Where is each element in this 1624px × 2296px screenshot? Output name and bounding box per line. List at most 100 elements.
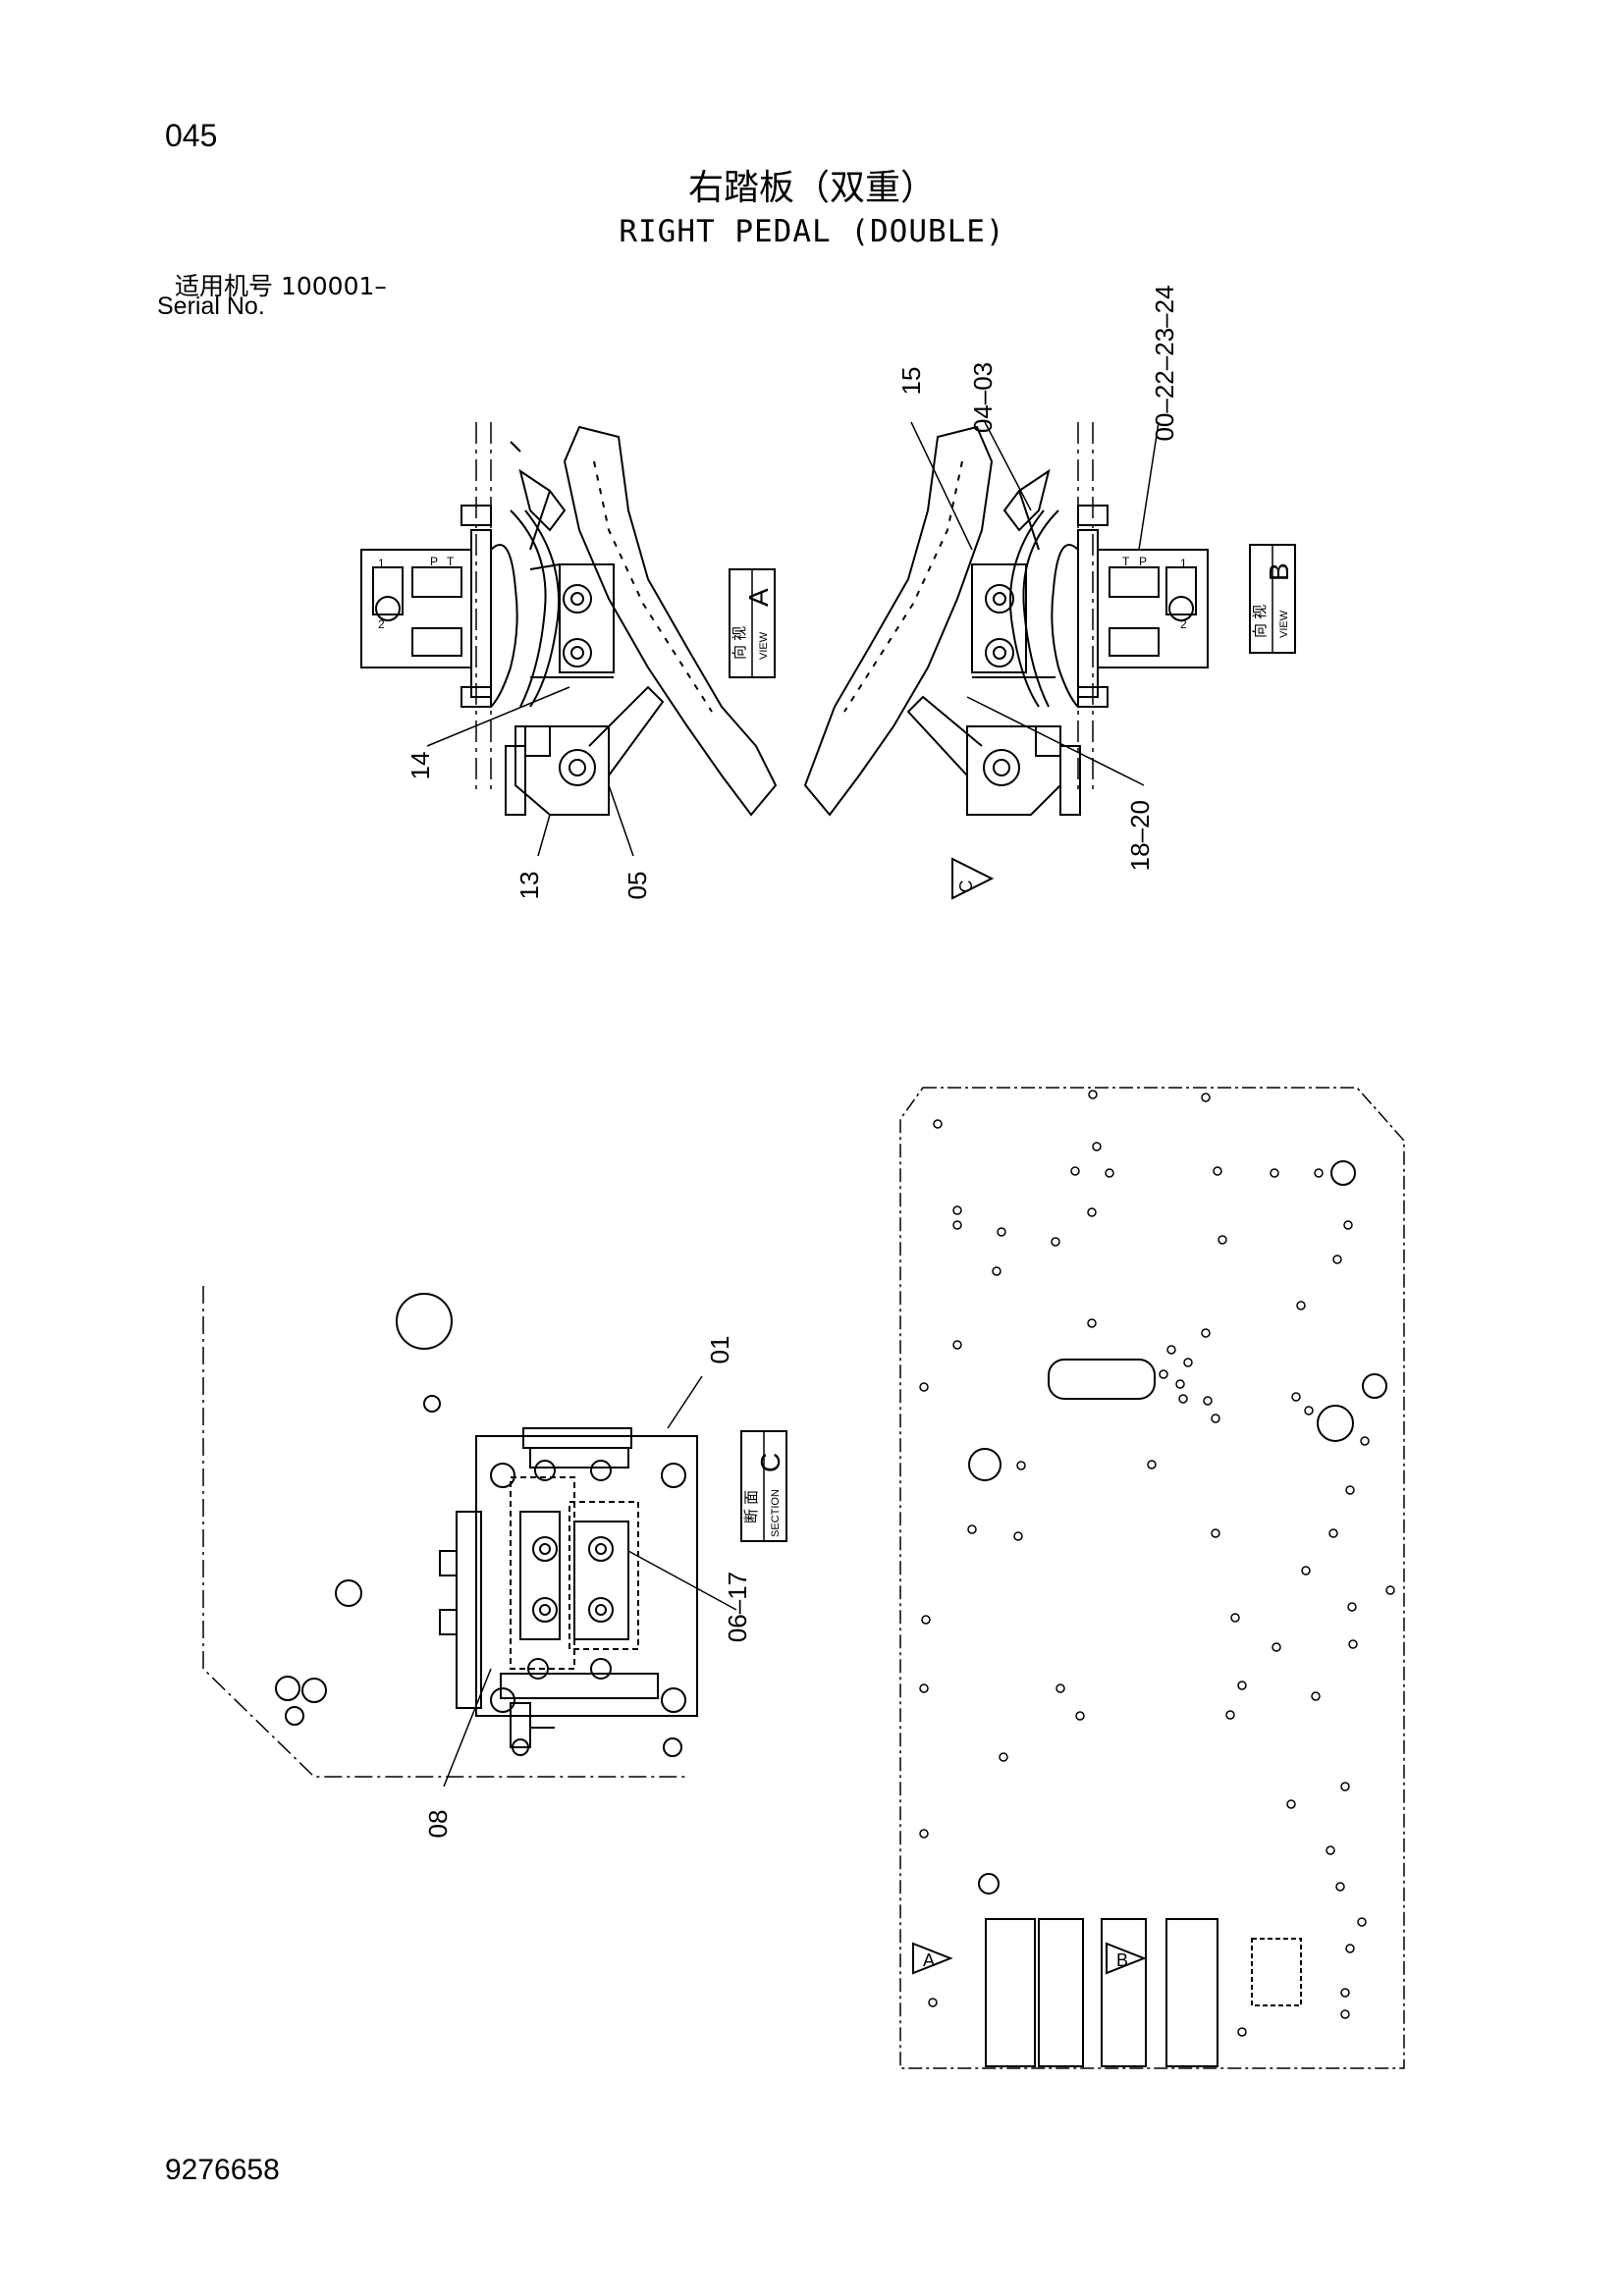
callout-00-24: 00–22–23–24	[1150, 285, 1179, 441]
mounting-hole	[1016, 1461, 1026, 1470]
mounting-hole	[992, 1266, 1001, 1276]
mounting-hole	[1296, 1301, 1306, 1310]
mounting-hole	[1051, 1237, 1060, 1247]
document-number: 9276658	[165, 2154, 280, 2186]
mounting-hole	[952, 1220, 962, 1230]
right-pedal-assembly	[803, 421, 1209, 900]
view-a-label-cn: 向 视	[731, 626, 748, 660]
mounting-hole	[1332, 1255, 1342, 1264]
mounting-hole	[921, 1615, 931, 1625]
mounting-hole	[933, 1119, 943, 1129]
mounting-hole	[1328, 1528, 1338, 1538]
mounting-hole	[919, 1382, 929, 1392]
arrow-b-letter: B	[1116, 1950, 1128, 1970]
mounting-hole	[1237, 2027, 1247, 2037]
arrow-c-letter: C	[956, 881, 976, 893]
mounting-hole	[1286, 1799, 1296, 1809]
mounting-hole	[1211, 1414, 1220, 1423]
mounting-hole	[919, 1829, 929, 1839]
section-c-drawing	[202, 1286, 737, 1788]
arrow-a-letter: A	[923, 1950, 935, 1970]
port-label-1: 1	[378, 557, 385, 570]
mounting-hole	[952, 1205, 962, 1215]
port-label-t: T	[447, 555, 455, 568]
mounting-hole	[1203, 1396, 1213, 1406]
mounting-hole	[1087, 1318, 1097, 1328]
mounting-hole	[1013, 1531, 1023, 1541]
mounting-hole	[1343, 1220, 1353, 1230]
mounting-hole	[1345, 1944, 1355, 1953]
mounting-hole	[919, 1683, 929, 1693]
port-label-p-right: P	[1139, 555, 1147, 568]
mounting-hole	[1385, 1585, 1395, 1595]
mounting-holes	[919, 1090, 1395, 2037]
mounting-hole	[1105, 1168, 1114, 1178]
mounting-hole	[1087, 1207, 1097, 1217]
section-c-label-en: SECTION	[770, 1489, 782, 1537]
section-c-label-box	[740, 1430, 787, 1542]
mounting-hole	[1360, 1436, 1370, 1446]
view-a-letter: A	[743, 588, 774, 607]
serial-label-english: Serial No.	[157, 293, 265, 320]
mounting-hole	[1237, 1681, 1247, 1690]
view-a-label-en: VIEW	[758, 631, 770, 660]
mounting-hole	[1340, 2009, 1350, 2019]
mounting-hole	[1340, 1782, 1350, 1791]
mounting-hole	[1335, 1882, 1345, 1892]
mounting-hole	[1225, 1710, 1235, 1720]
callout-08: 08	[423, 1810, 453, 1839]
view-b-letter: B	[1264, 562, 1294, 581]
port-label-1-right: 1	[1180, 557, 1187, 570]
mounting-hole	[997, 1227, 1006, 1237]
serial-range-chinese: 适用机号 100001–	[175, 272, 387, 300]
callout-04-03: 04–03	[968, 362, 998, 433]
mounting-hole	[1357, 1917, 1367, 1927]
mounting-hole	[1340, 1988, 1350, 1998]
mounting-hole	[1304, 1406, 1314, 1415]
mounting-hole	[1230, 1613, 1240, 1623]
floor-plate-overview	[899, 1087, 1405, 2069]
mounting-hole	[1314, 1168, 1324, 1178]
mounting-hole	[967, 1524, 977, 1534]
mounting-hole	[1311, 1691, 1321, 1701]
callout-13: 13	[514, 872, 544, 900]
mounting-hole	[1218, 1235, 1227, 1245]
mounting-hole	[1272, 1642, 1281, 1652]
title-chinese: 右踏板（双重）	[687, 168, 936, 208]
mounting-hole	[999, 1752, 1008, 1762]
mounting-hole	[1147, 1460, 1157, 1469]
mounting-hole	[1211, 1528, 1220, 1538]
mounting-hole	[1183, 1358, 1193, 1367]
mounting-hole	[1175, 1379, 1185, 1389]
callout-01: 01	[705, 1336, 734, 1364]
callout-14: 14	[406, 752, 435, 780]
mounting-hole	[1201, 1328, 1211, 1338]
mounting-hole	[1301, 1566, 1311, 1575]
page-number: 045	[165, 118, 218, 153]
port-label-p: P	[430, 555, 438, 568]
callout-05: 05	[623, 872, 652, 900]
section-c-label-cn: 断 面	[743, 1490, 760, 1523]
mounting-hole	[1166, 1345, 1176, 1355]
mounting-hole	[1326, 1845, 1335, 1855]
mounting-hole	[1201, 1093, 1211, 1102]
mounting-hole	[1347, 1602, 1357, 1612]
mounting-hole	[1075, 1711, 1085, 1721]
title-english: RIGHT PEDAL (DOUBLE)	[619, 214, 1005, 249]
callout-06-17: 06–17	[723, 1572, 752, 1642]
left-pedal-assembly	[360, 422, 778, 857]
view-b-label-en: VIEW	[1278, 610, 1290, 638]
mounting-hole	[1213, 1166, 1222, 1176]
mounting-hole	[1056, 1683, 1065, 1693]
mounting-hole	[1345, 1485, 1355, 1495]
mounting-hole	[1088, 1090, 1098, 1099]
callout-18-20: 18–20	[1125, 800, 1155, 871]
view-b-label-box	[1249, 544, 1296, 654]
mounting-hole	[1270, 1168, 1279, 1178]
mounting-hole	[1291, 1392, 1301, 1402]
port-label-2-right: 2	[1180, 617, 1187, 631]
mounting-hole	[952, 1340, 962, 1350]
mounting-hole	[928, 1998, 938, 2007]
view-a-label-box	[729, 568, 776, 678]
mounting-hole	[1178, 1394, 1188, 1404]
